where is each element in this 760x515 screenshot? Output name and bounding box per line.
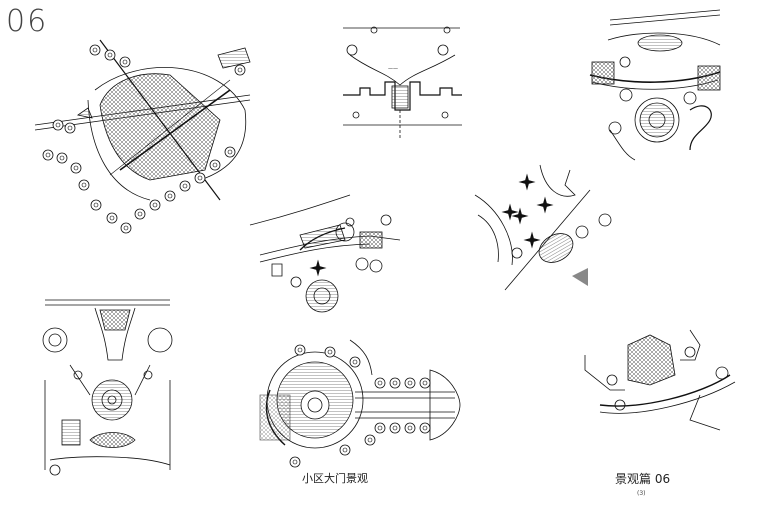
series-subtitle: (3) (637, 490, 646, 497)
plan-4-curved-path (249, 194, 401, 313)
plan-3-fountain-plaza (589, 9, 721, 161)
plan-6-entry-court (42, 299, 173, 476)
sheet-number: 06 (6, 4, 49, 39)
plan-2-gate-section: —— (343, 26, 462, 140)
plan-5-palm-walkway (474, 164, 612, 291)
plan-8-building-corner (584, 329, 736, 431)
plan-caption-main-gate: 小区大门景观 (302, 472, 368, 485)
svg-text:——: —— (388, 66, 398, 72)
plan-7-main-gate-landscape (259, 339, 461, 468)
series-title: 景观篇 06 (615, 472, 671, 486)
plan-1-diagonal-plaza (34, 39, 251, 234)
